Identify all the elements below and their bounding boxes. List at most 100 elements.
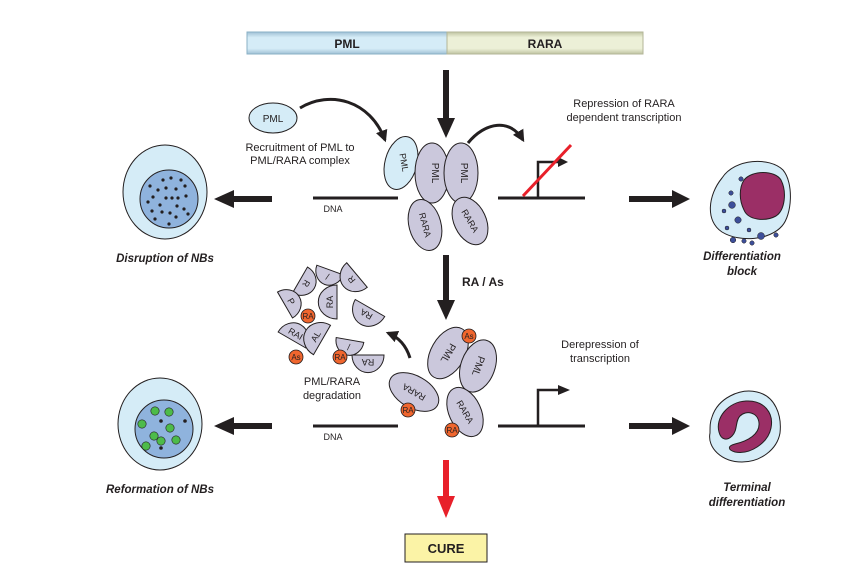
- segmented-nucleus: [717, 400, 773, 453]
- dispersed-pml-dots: [146, 176, 190, 226]
- fusion-rara-label: RARA: [528, 37, 563, 51]
- granule: [746, 227, 752, 233]
- ra-label: RA: [402, 406, 414, 415]
- fragment-label: /: [324, 271, 330, 281]
- down-arrow-icon: [437, 70, 455, 138]
- granules: [721, 176, 779, 246]
- retinoic-acid-ligand: [332, 349, 348, 365]
- micro-speckle: [179, 178, 183, 182]
- micro-speckle: [159, 446, 163, 450]
- arsenic-label: As: [464, 332, 473, 341]
- free-pml-protein: PML: [248, 102, 298, 134]
- repression-slash-icon: [521, 143, 573, 198]
- differentiation-block-label-line2: block: [727, 266, 758, 278]
- fragment-label: /: [346, 342, 351, 352]
- reformation-of-nbs-label: Reformation of NBs: [106, 484, 214, 496]
- ligand-label: RA: [334, 353, 346, 362]
- granule: [773, 232, 779, 238]
- repression-text-line2: dependent transcription: [567, 112, 682, 124]
- complex-rara-protein: [451, 196, 489, 246]
- micro-speckle: [167, 222, 171, 226]
- dna-label-bottom: DNA: [323, 432, 342, 442]
- recruitment-arrow-icon: [299, 98, 388, 143]
- recruited-pml-label: PML: [397, 152, 410, 172]
- micro-speckle: [176, 196, 180, 200]
- blocked-promyelocyte-cell: [709, 160, 791, 246]
- micro-speckle: [186, 212, 190, 216]
- micro-speckle: [168, 211, 172, 215]
- nuclear-body: [171, 435, 181, 445]
- fragment-label: RA: [362, 357, 375, 367]
- retinoic-acid-ligand: [444, 422, 460, 438]
- cure-arrow-icon: [437, 460, 455, 518]
- derepression-text-line1: Derepression of: [561, 339, 640, 351]
- protein-fragment: RA: [351, 354, 385, 374]
- terminal-differentiation-label-line1: Terminal: [723, 482, 771, 494]
- protein-fragment: RAI: [277, 322, 309, 349]
- complex-rara-protein: [407, 199, 443, 251]
- pml-rara-complex-treated: PML PML RARA RARA As RA RA: [388, 326, 497, 438]
- micro-speckle: [183, 419, 187, 423]
- differentiation-block-label-line1: Differentiation: [703, 251, 781, 263]
- micro-speckle: [182, 207, 186, 211]
- micro-speckle: [161, 178, 165, 182]
- protein-fragment: P: [276, 289, 302, 319]
- micro-speckle: [156, 188, 160, 192]
- down-arrow-icon: [437, 255, 455, 320]
- disruption-of-nbs-label: Disruption of NBs: [116, 253, 214, 265]
- dna-label-top: DNA: [323, 204, 342, 214]
- ligand-label: RA: [302, 312, 314, 321]
- free-pml-label: PML: [263, 114, 284, 125]
- recruitment-text-line1: Recruitment of PML to: [245, 142, 354, 154]
- granule: [749, 240, 755, 246]
- right-arrow-icon: [629, 190, 690, 208]
- nucleus: [739, 172, 785, 220]
- nuclear-body: [137, 419, 147, 429]
- micro-speckle: [174, 187, 178, 191]
- promoter-repressed-icon: [521, 143, 573, 198]
- left-arrow-icon: [214, 190, 272, 208]
- repression-text-line1: Repression of RARA: [573, 98, 675, 110]
- degradation-text-line1: PML/RARA: [304, 376, 361, 388]
- nuclear-body: [149, 431, 159, 441]
- granule: [721, 208, 727, 214]
- reformed-nb-cell: [117, 377, 203, 471]
- fragment-label: AL: [309, 329, 323, 344]
- nuclear-body: [141, 441, 151, 451]
- differentiated-neutrophil-cell: [709, 390, 781, 463]
- complex-pml-label: PML: [458, 163, 469, 184]
- micro-speckle: [160, 210, 164, 214]
- pml-rara-fusion-bar: PML RARA: [246, 31, 644, 55]
- protein-fragment: RA: [317, 284, 338, 320]
- granule: [738, 176, 744, 182]
- granule: [724, 225, 730, 231]
- derepression-text-line2: transcription: [570, 353, 630, 365]
- left-arrow-icon: [214, 417, 272, 435]
- arsenic-ligand: [288, 349, 304, 365]
- micro-speckle: [184, 194, 188, 198]
- nuclear-body: [164, 407, 174, 417]
- fragment-label: R: [300, 278, 312, 289]
- fragment-label: RA: [325, 296, 335, 309]
- fusion-pml-label: PML: [334, 37, 359, 51]
- micro-speckle: [164, 186, 168, 190]
- ligand-label: As: [291, 353, 300, 362]
- promoter-active-icon: [536, 385, 570, 426]
- nuclear-body: [156, 436, 166, 446]
- degradation-text-line2: degradation: [303, 390, 361, 402]
- nuclear-bodies: [137, 406, 187, 451]
- granule: [729, 236, 737, 244]
- complex-pml-label: PML: [429, 163, 440, 184]
- nuclear-body: [165, 423, 175, 433]
- disrupted-nb-cell: [122, 144, 208, 240]
- protein-fragment: AL: [303, 322, 332, 356]
- micro-speckle: [164, 196, 168, 200]
- degradation-arrow-icon: [385, 330, 412, 359]
- granule: [757, 232, 765, 240]
- fragment-label: P: [285, 296, 297, 306]
- micro-speckle: [150, 209, 154, 213]
- fusion-rara-segment: [446, 31, 644, 55]
- cure-label: CURE: [428, 541, 465, 556]
